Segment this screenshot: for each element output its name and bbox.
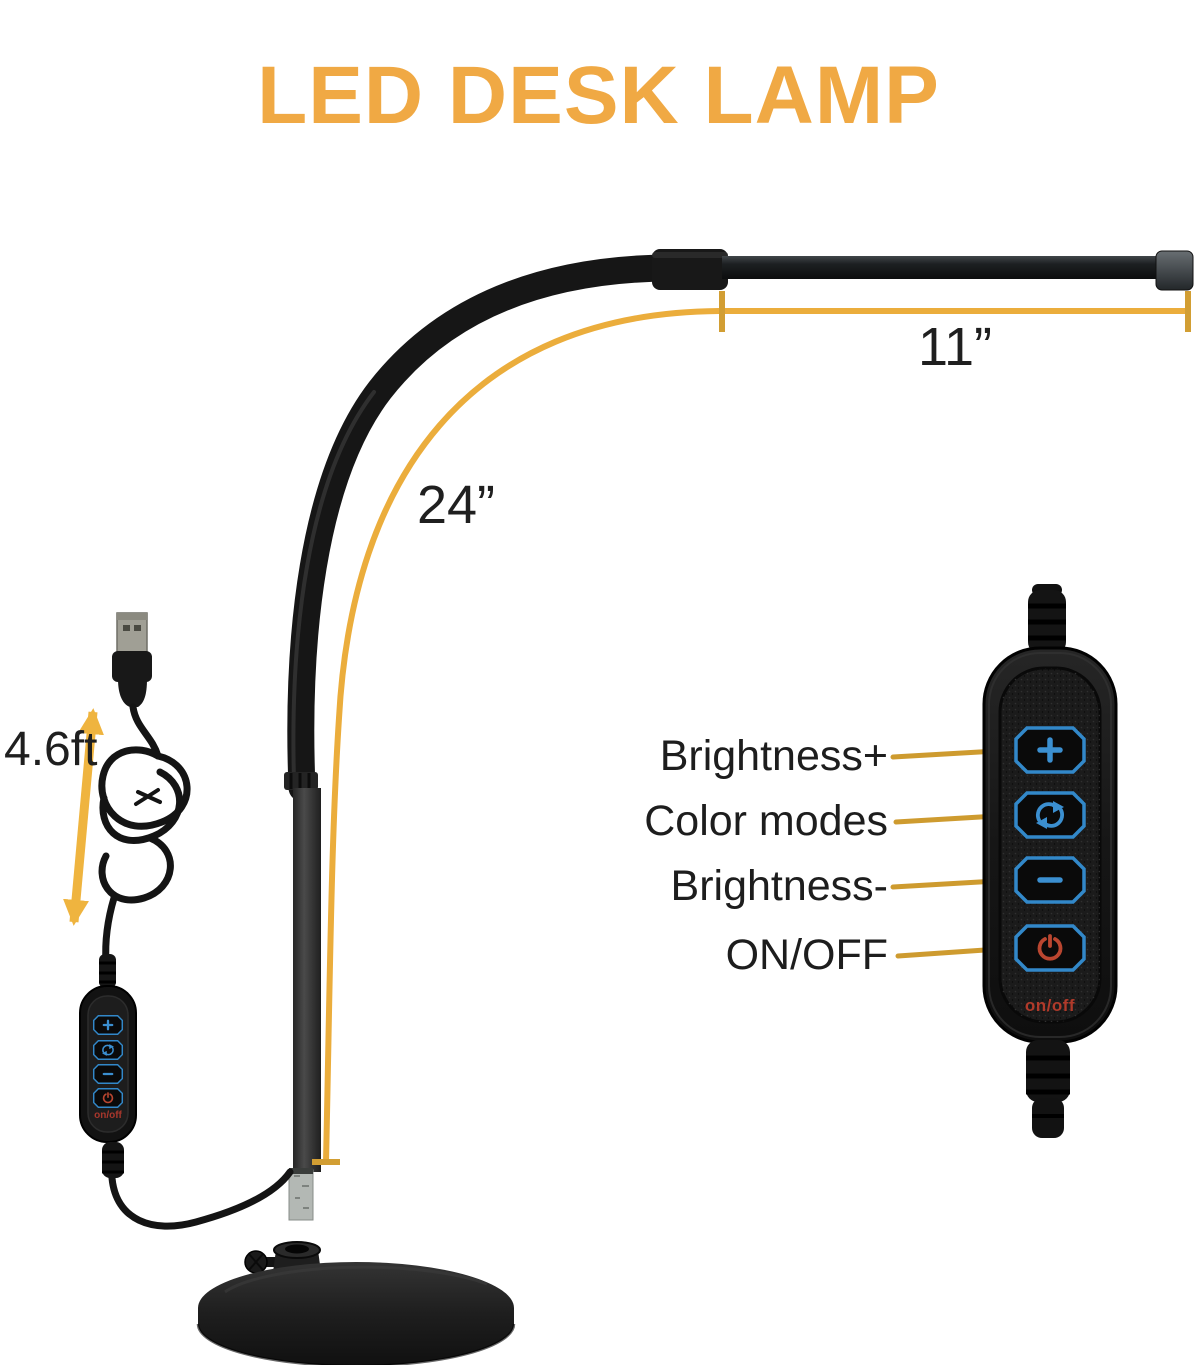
arm-length-dimension xyxy=(312,308,720,1165)
cable-length-label: 4.6ft xyxy=(4,723,98,776)
mini-color-modes-button xyxy=(92,1039,124,1061)
mini-brightness-minus-button xyxy=(92,1063,124,1085)
lamp-pole xyxy=(284,772,321,1221)
callout-on-off: ON/OFF xyxy=(725,931,888,979)
mini-power-button xyxy=(92,1087,124,1109)
callout-brightness-plus: Brightness+ xyxy=(659,732,888,780)
power-button xyxy=(1014,924,1086,972)
mini-controller xyxy=(79,954,294,1230)
mini-brightness-plus-button xyxy=(92,1014,124,1036)
callout-brightness-minus: Brightness- xyxy=(670,862,888,910)
lamp-gooseneck-arm xyxy=(287,254,682,802)
pole-chrome-tip xyxy=(288,1169,314,1221)
cable-to-base xyxy=(108,1168,294,1230)
lamp-base xyxy=(196,1241,516,1365)
lamp-head-end-cap xyxy=(1155,250,1194,291)
controller-onoff-text: on/off xyxy=(1024,996,1076,1015)
brightness-plus-button xyxy=(1016,728,1084,772)
lamp-light-bar xyxy=(722,256,1162,279)
lamp-gooseneck-highlight xyxy=(291,390,376,782)
remote-controller xyxy=(982,584,1118,1138)
head-length-dimension xyxy=(719,291,1191,332)
brightness-minus-button xyxy=(1016,858,1084,902)
base-disc xyxy=(198,1262,514,1365)
head-length-label: 11” xyxy=(917,317,993,377)
usb-plug-icon xyxy=(112,612,152,707)
color-modes-button xyxy=(1014,791,1086,839)
lamp xyxy=(196,249,1194,1365)
cable-coil xyxy=(98,746,191,830)
lamp-head xyxy=(652,249,1194,291)
usb-cable-assembly xyxy=(98,612,191,966)
cable-length-arrow xyxy=(63,708,104,926)
page-title: LED DESK LAMP xyxy=(257,49,940,141)
callout-color-modes: Color modes xyxy=(644,797,888,845)
arm-length-label: 24” xyxy=(416,475,496,535)
mini-controller-onoff-text: on/off xyxy=(94,1110,122,1121)
